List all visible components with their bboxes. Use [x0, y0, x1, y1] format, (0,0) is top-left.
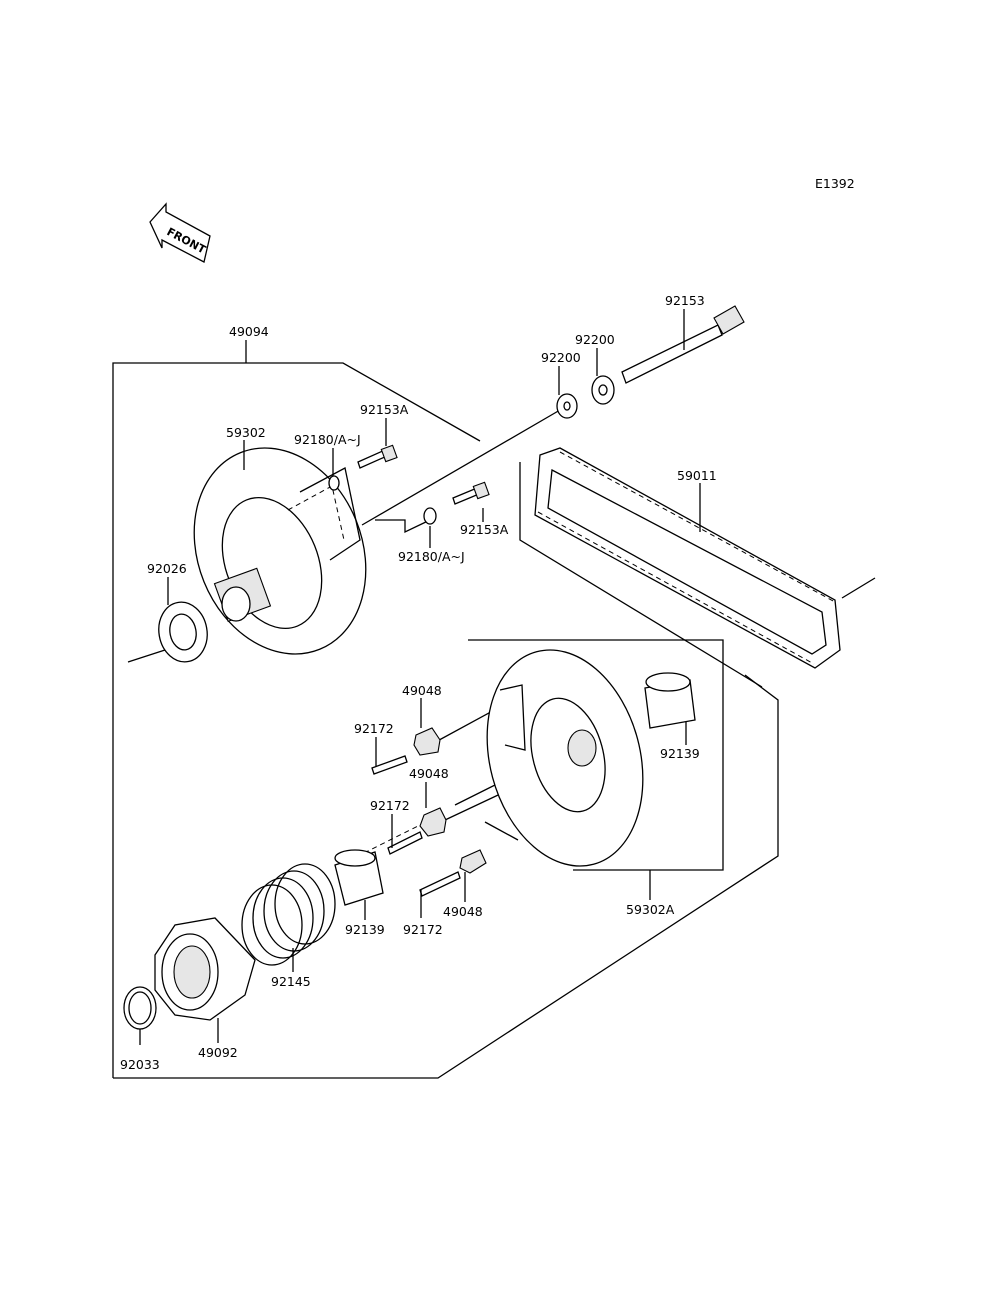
bolt-92172-c: [419, 871, 461, 897]
label-49092: 49092: [198, 1045, 238, 1060]
bushing-92139-right: [644, 672, 696, 729]
label-92180-lower: 92180/A~J: [398, 549, 465, 564]
bolt-92153: [621, 305, 745, 384]
label-92145: 92145: [271, 974, 311, 989]
front-arrow-icon: FRONT: [149, 202, 211, 263]
belt-outline: [519, 462, 876, 688]
bushing-92139-left: [334, 849, 384, 906]
label-59011: 59011: [677, 468, 717, 483]
washer-92180-lower: [423, 507, 437, 525]
bolt-92153a-lower: [452, 481, 490, 505]
assembly-outline: [112, 340, 779, 1079]
label-49048-a: 49048: [402, 683, 442, 698]
fixed-sheave-59302: [193, 447, 367, 655]
label-92139-left: 92139: [345, 922, 385, 937]
bolt-92153a-upper: [357, 444, 398, 469]
label-92033: 92033: [120, 1057, 160, 1072]
weight-49048-c: [459, 849, 487, 874]
weight-49048-b: [419, 807, 447, 837]
movable-sheave-59302a: [468, 639, 724, 871]
label-49094: 49094: [229, 324, 269, 339]
label-92172-c: 92172: [403, 922, 443, 937]
snap-ring-92033: [123, 986, 157, 1030]
washer-92026: [158, 601, 208, 663]
leader-lines: [139, 309, 701, 1045]
label-92200-b: 92200: [575, 332, 615, 347]
label-92200-a: 92200: [541, 350, 581, 365]
label-59302: 59302: [226, 425, 266, 440]
diagram-code: E1392: [815, 176, 855, 191]
washer-92200-b: [591, 375, 615, 405]
bolt-92172-b: [387, 831, 423, 855]
drive-belt-59011: [534, 447, 841, 669]
washer-92180-upper: [328, 475, 340, 491]
label-49048-c: 49048: [443, 904, 483, 919]
label-92172-b: 92172: [370, 798, 410, 813]
label-59302a: 59302A: [626, 902, 675, 917]
front-arrow-label: FRONT: [165, 225, 209, 256]
label-92153a-lower: 92153A: [460, 522, 509, 537]
bolt-92172-a: [371, 755, 408, 775]
label-49048-b: 49048: [409, 766, 449, 781]
label-92139-right: 92139: [660, 746, 700, 761]
washer-92200-a: [556, 393, 578, 419]
label-92180-upper: 92180/A~J: [294, 432, 361, 447]
label-92153a-upper: 92153A: [360, 402, 409, 417]
label-92172-a: 92172: [354, 721, 394, 736]
spring-92145: [241, 863, 336, 966]
label-92026: 92026: [147, 561, 187, 576]
label-92153: 92153: [665, 293, 705, 308]
weight-49048-a: [413, 727, 441, 756]
cam-49092: [154, 917, 256, 1021]
